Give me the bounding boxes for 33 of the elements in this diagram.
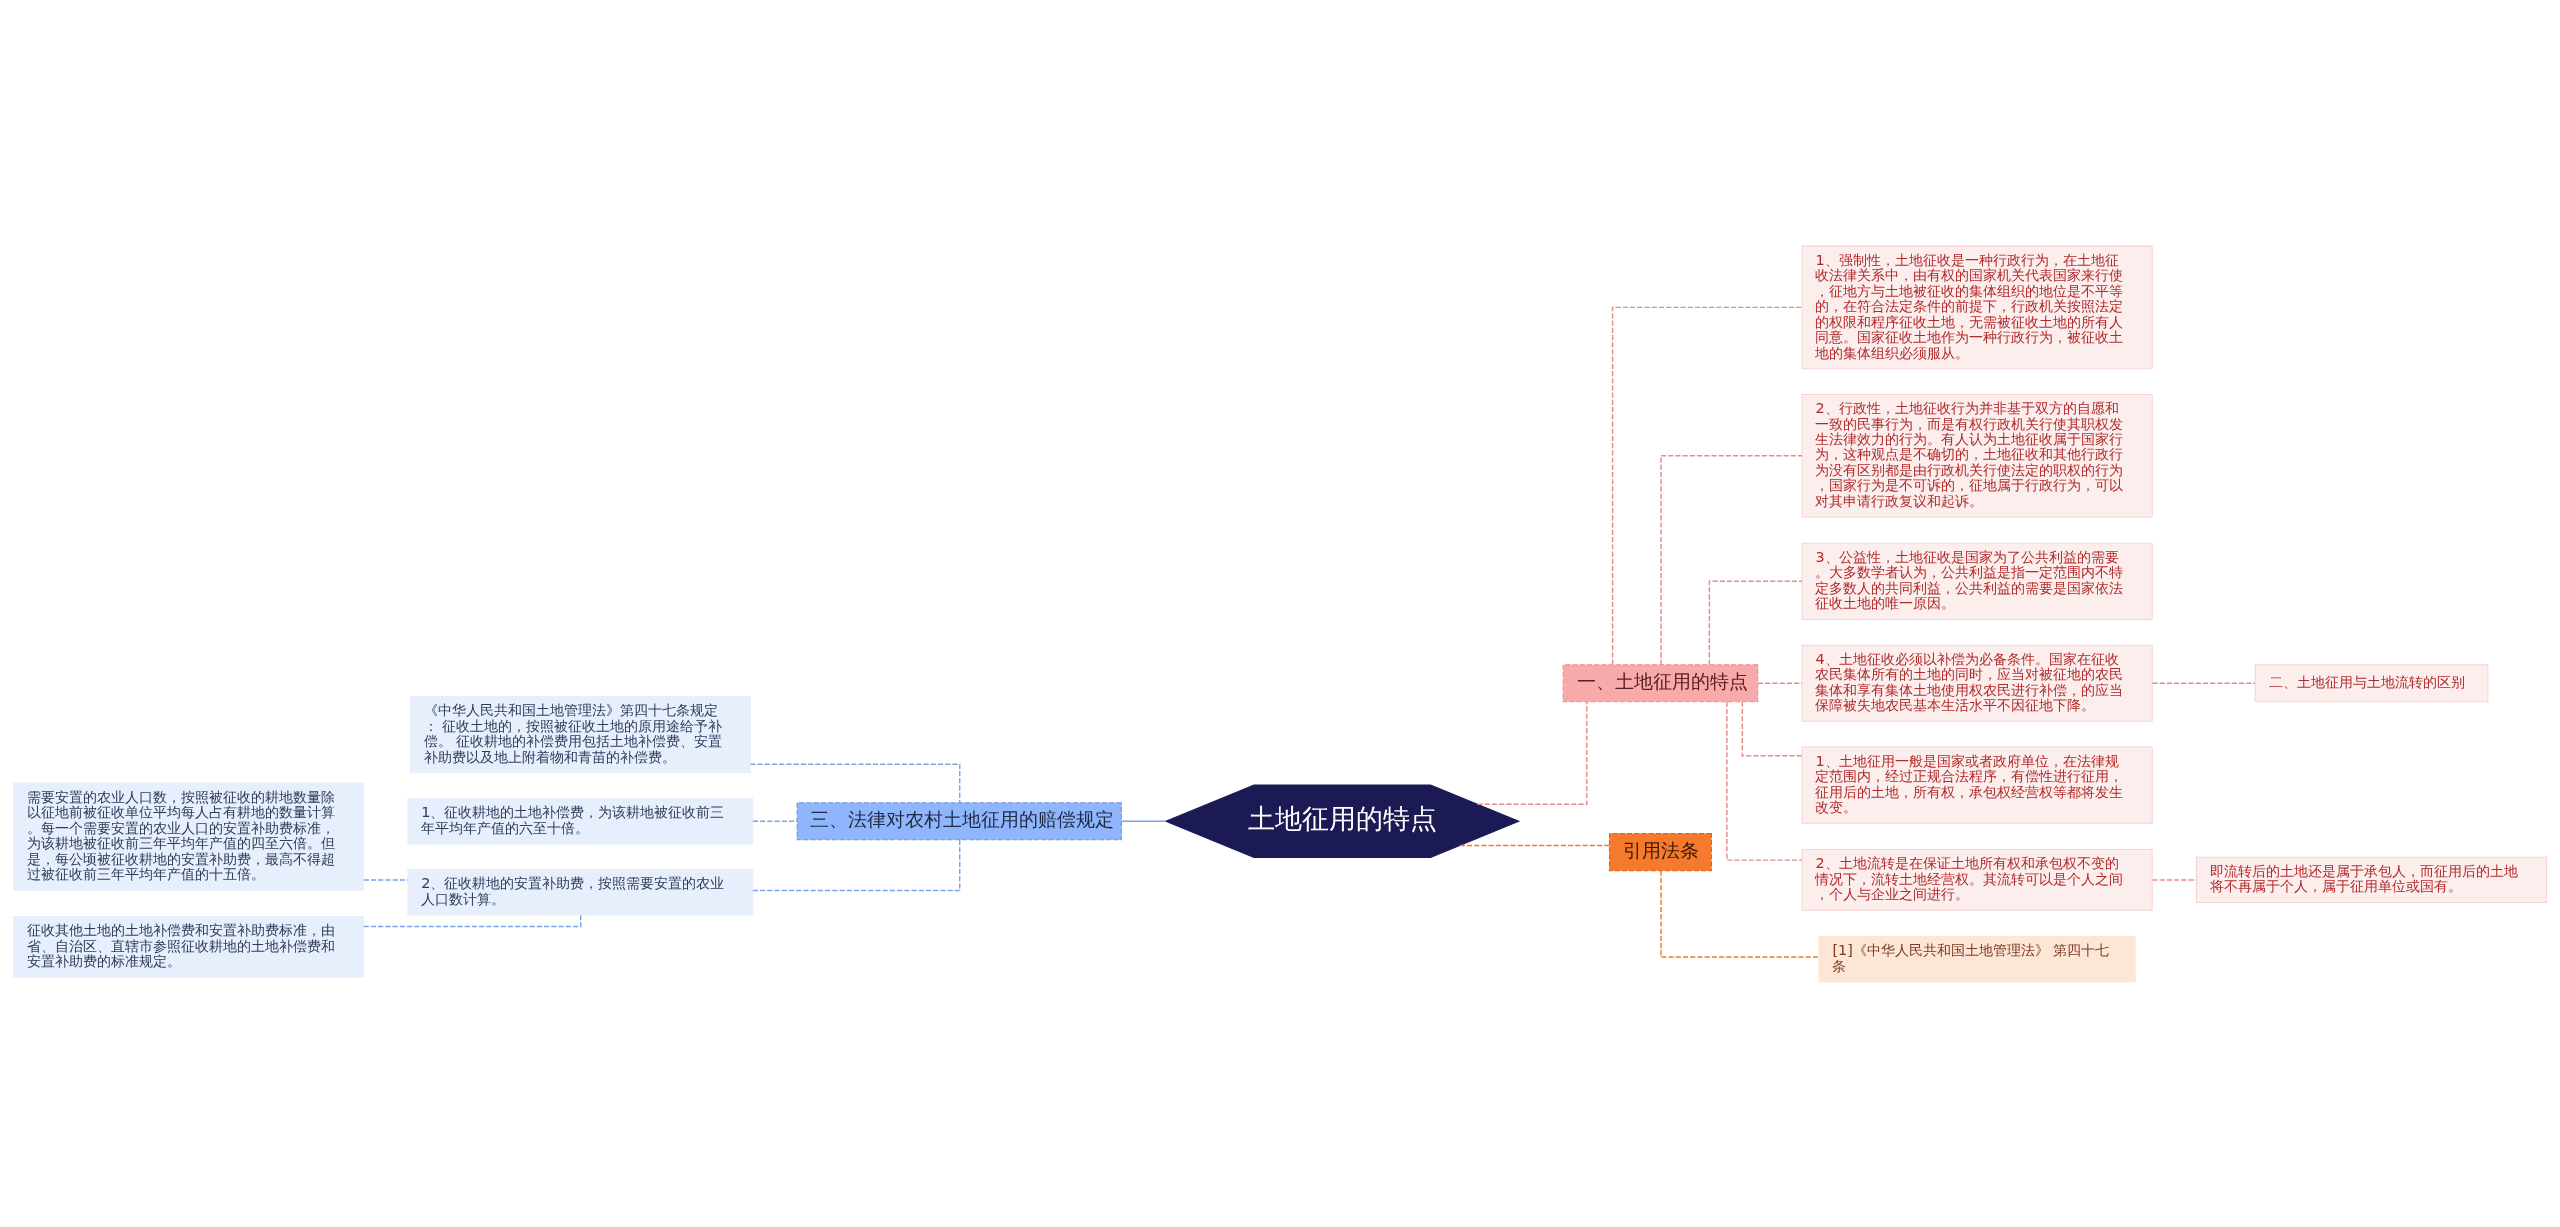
connector [1459, 844, 1611, 846]
node-box: 1、征收耕地的土地补偿费，为该耕地被征收前三年平均年产值的六至十倍。 [407, 797, 754, 844]
connector [1476, 700, 1588, 805]
node-box: [1]《中华人民共和国土地管理法》 第四十七条 [1818, 935, 2136, 982]
connector [1121, 820, 1167, 822]
node-box: 引用法条 [1608, 832, 1712, 871]
node-box: 4、土地征收必须以补偿为必备条件。国家在征收农民集体所有的土地的同时，应当对被征地的农民集体和享有集体土地使用权农民进行补偿，的应当保障被失地农民基本生活水平不因征地下降。 [1801, 644, 2153, 722]
connector [749, 763, 961, 803]
node-box: 即流转后的土地还是属于承包人，而征用后的土地将不再属于个人，属于征用单位或国有。 [2195, 856, 2548, 903]
connector [752, 820, 798, 822]
node-box: 三、法律对农村土地征用的赔偿规定 [796, 801, 1122, 840]
connector [1660, 869, 1820, 958]
connector [752, 838, 961, 891]
connector [1708, 580, 1803, 665]
connector [362, 914, 582, 927]
node-box: 1、强制性，土地征收是一种行政行为，在土地征收法律关系中，由有权的国家机关代表国家来行使，征地方与土地被征收的集体组织的地位是不平等的，在符合法定条件的前提下，行政机关按照法定的权限和程序征收土地，无需被征收土地的所有人同意。国家征收土地作为一种行政行为，被征收土地的集体组织必须服从。 [1801, 245, 2153, 369]
connector [1611, 306, 1803, 665]
connector [2151, 682, 2256, 684]
node-box: 二、土地征用与土地流转的区别 [2254, 663, 2489, 702]
node-box: 需要安置的农业人口数，按照被征收的耕地数量除以征地前被征收单位平均每人占有耕地的数量计算。每一个需要安置的农业人口的安置补助费标准，为该耕地被征收前三年平均年产值的四至六倍。但是，每公顷被征收耕地的安置补助费，最高不得超过被征收前三年平均年产值的十五倍。 [12, 782, 365, 891]
node-box: 1、土地征用一般是国家或者政府单位，在法律规定范围内，经过正规合法程序，有偿性进行征用，征用后的土地，所有权，承包权经营权等都将发生改变。 [1801, 746, 2153, 824]
node-box: 2、行政性，土地征收行为并非基于双方的自愿和一致的民事行为，而是有权行政机关行使其职权发生法律效力的行为。有人认为土地征收属于国家行为，这种观点是不确切的，土地征收和其他行政行为没有区别都是由行政机关行使法定的职权的行为，国家行为是不可诉的，征地属于行政行为，可以对其申请行政复议和起诉。 [1801, 393, 2153, 517]
connector [1726, 700, 1803, 861]
node-box: 《中华人民共和国土地管理法》第四十七条规定： 征收土地的，按照被征收土地的原用途给予补偿。 征收耕地的补偿费用包括土地补偿费、安置补助费以及地上附着物和青苗的补偿费。 [409, 695, 751, 773]
node-box: 一、土地征用的特点 [1562, 663, 1759, 702]
connector [1741, 700, 1803, 756]
connector [363, 878, 409, 881]
node-box: 2、征收耕地的安置补助费，按照需要安置的农业人口数计算。 [407, 868, 754, 915]
connector [1757, 682, 1803, 684]
node-box: 3、公益性，土地征收是国家为了公共利益的需要。大多数学者认为，公共利益是指一定范围内不特定多数人的共同利益，公共利益的需要是国家依法征收土地的唯一原因。 [1801, 542, 2153, 620]
connector [1660, 454, 1803, 665]
node-box: 征收其他土地的土地补偿费和安置补助费标准，由省、自治区、直辖市参照征收耕地的土地补偿费和安置补助费的标准规定。 [12, 915, 365, 978]
node-box: 2、土地流转是在保证土地所有权和承包权不变的情况下，流转土地经营权。其流转可以是个人之间，个人与企业之间进行。 [1801, 848, 2153, 911]
